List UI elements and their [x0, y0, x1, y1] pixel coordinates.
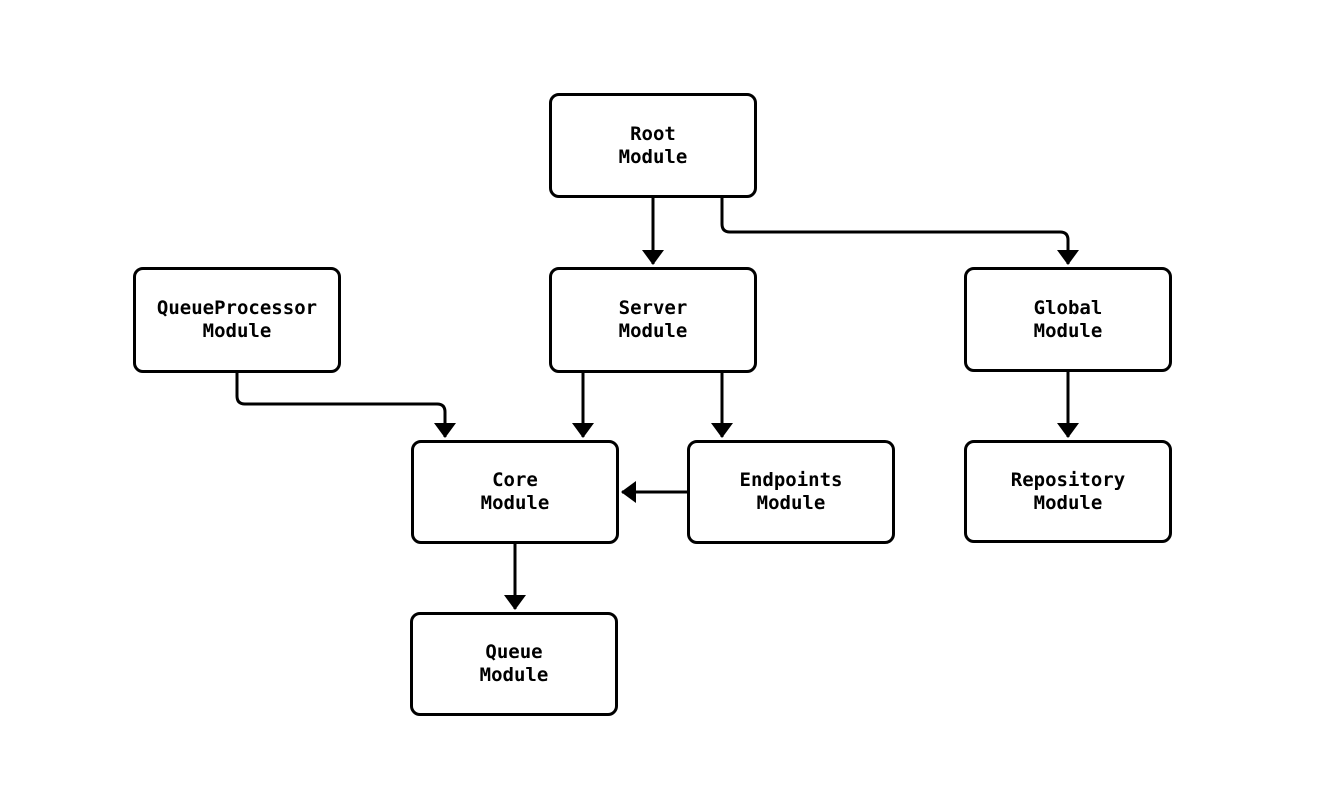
node-label-line: Module: [1033, 319, 1103, 342]
node-label-line: Root: [630, 122, 676, 145]
node-label-line: Module: [618, 145, 688, 168]
node-label-line: Module: [1033, 491, 1103, 514]
node-queue-module: Queue Module: [410, 612, 618, 716]
node-queueprocessor-module: QueueProcessor Module: [133, 267, 341, 373]
edge-queueprocessor-to-core: [235, 373, 456, 438]
node-label-line: Core: [492, 469, 538, 491]
node-label-line: Module: [618, 320, 688, 342]
edge-root-to-global: [720, 198, 1079, 265]
node-root-module: Root Module: [549, 93, 757, 198]
node-endpoints-module: Endpoints Module: [687, 440, 895, 544]
node-repository-module: Repository Module: [964, 440, 1172, 543]
node-label-line: Module: [480, 492, 550, 514]
node-global-module: Global Module: [964, 267, 1172, 372]
node-label-line: Repository: [1010, 468, 1126, 491]
node-core-module: Core Module: [411, 440, 619, 544]
node-label-line: Module: [202, 320, 272, 342]
node-label-line: Global: [1033, 296, 1103, 319]
node-server-module: Server Module: [549, 267, 757, 373]
node-label-line: Server: [618, 297, 688, 319]
node-label-line: Endpoints: [739, 469, 843, 491]
node-label-line: Module: [756, 492, 826, 514]
node-label-line: QueueProcessor: [156, 297, 318, 319]
node-label-line: Queue: [485, 641, 543, 663]
node-label-line: Module: [479, 664, 549, 686]
